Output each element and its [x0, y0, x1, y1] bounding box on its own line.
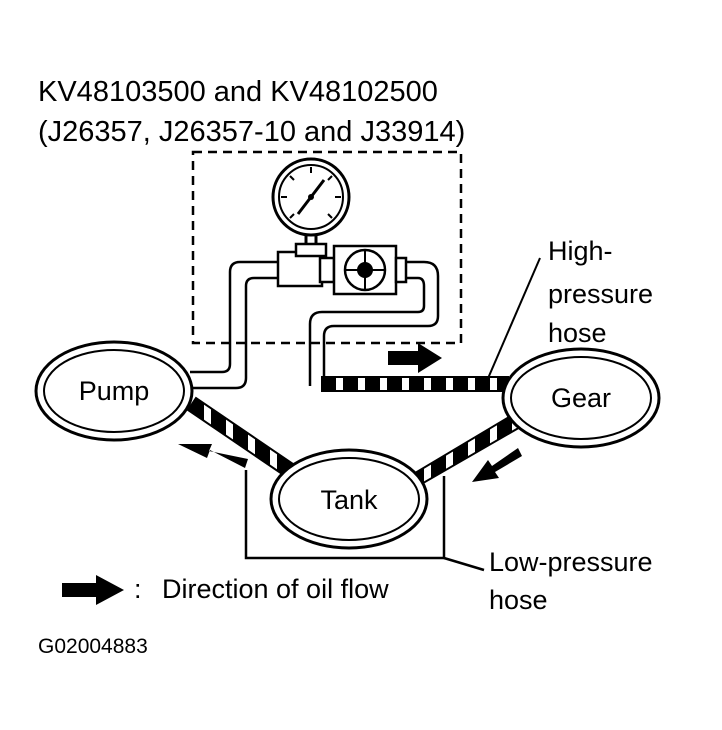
gear-label: Gear	[551, 383, 611, 413]
title-line-2: (J26357, J26357-10 and J33914)	[38, 116, 465, 148]
tank-component: Tank	[269, 448, 429, 550]
flow-arrow-gear-to-tank	[472, 448, 522, 482]
gear-component: Gear	[501, 347, 661, 449]
legend-text: Direction of oil flow	[162, 574, 389, 604]
valve-to-gear-pipe	[308, 260, 440, 386]
pump-to-gauge-pipe	[190, 260, 280, 390]
flow-arrow-tank-to-pump	[178, 444, 248, 468]
title-line-1: KV48103500 and KV48102500	[38, 76, 438, 108]
pump-component: Pump	[34, 340, 194, 442]
tool-enclosure-dashed	[191, 150, 463, 345]
pump-label: Pump	[79, 376, 150, 406]
gear-to-tank-hose	[408, 412, 524, 488]
low-pressure-label-2: hose	[489, 585, 548, 615]
tank-label: Tank	[320, 485, 378, 515]
high-pressure-label-1: High-	[548, 236, 613, 266]
legend-separator: :	[134, 574, 142, 604]
high-pressure-label-2: pressure	[548, 279, 653, 309]
flow-arrow-high-pressure	[388, 343, 442, 373]
legend-arrow-icon	[62, 575, 124, 605]
high-pressure-leader	[485, 257, 541, 384]
shutoff-valve-icon	[332, 244, 408, 296]
pressure-gauge-icon	[271, 157, 351, 248]
low-pressure-bracket	[244, 470, 485, 572]
high-pressure-label-3: hose	[548, 318, 607, 348]
figure-id: G02004883	[38, 635, 148, 658]
high-pressure-hose	[321, 376, 509, 392]
low-pressure-label-1: Low-pressure	[489, 547, 653, 577]
tee-fitting	[276, 242, 336, 288]
